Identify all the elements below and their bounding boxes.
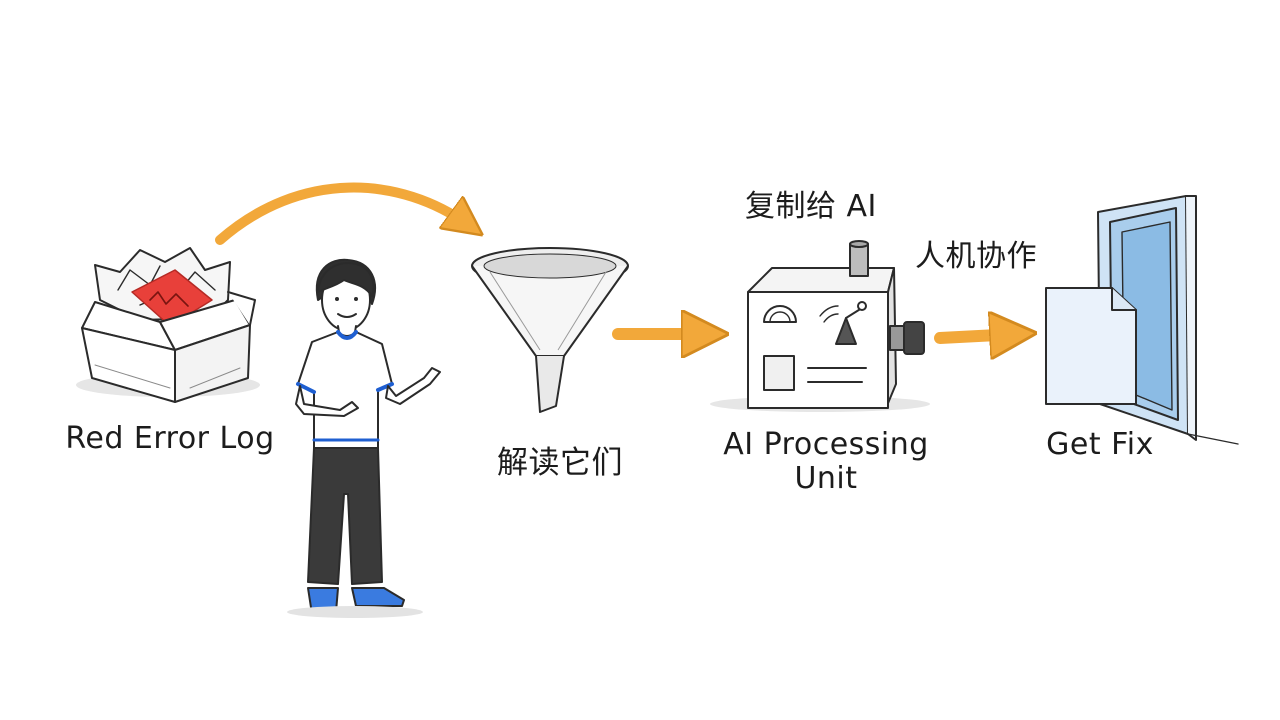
person-figure-icon xyxy=(287,258,441,618)
arrow-to-fix xyxy=(934,334,1018,338)
door-document-icon xyxy=(1045,195,1239,445)
get-fix-label: Get Fix xyxy=(1046,427,1154,462)
interpret-label: 解读它们 xyxy=(497,445,623,481)
ai-machine-icon xyxy=(710,240,930,412)
funnel-icon xyxy=(471,247,629,413)
human-ai-collab-label: 人机协作 xyxy=(915,239,1037,274)
ai-unit-label-line1: AI Processing xyxy=(723,427,929,462)
error-log-label: Red Error Log xyxy=(65,421,275,456)
copy-to-ai-label: 复制给 AI xyxy=(745,189,877,224)
curved-arrow-to-funnel xyxy=(215,182,470,245)
error-log-box-icon xyxy=(76,247,260,403)
ai-unit-label-line2: Unit xyxy=(794,461,858,496)
